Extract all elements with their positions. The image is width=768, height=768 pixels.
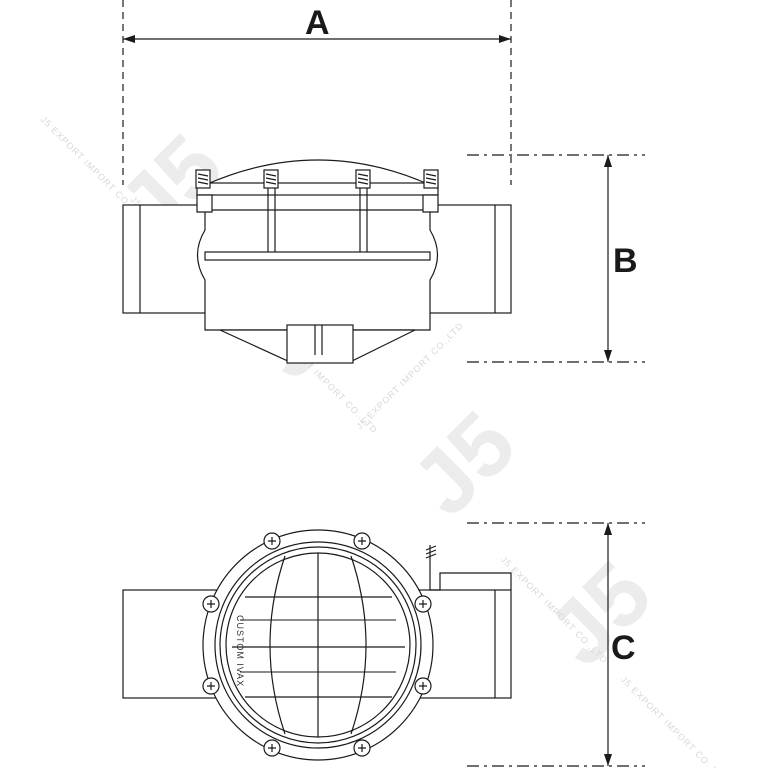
lever-handle xyxy=(429,545,512,591)
screw-icon xyxy=(353,739,371,757)
dimension-c: C xyxy=(467,522,645,767)
bolt xyxy=(195,169,211,189)
drain-port xyxy=(286,324,354,364)
screw-icon xyxy=(202,677,220,695)
spring-icon xyxy=(425,545,437,559)
side-view: A xyxy=(122,0,645,364)
bolt xyxy=(355,169,371,252)
lid-rim xyxy=(196,182,439,196)
screw-icon xyxy=(414,595,432,613)
dimension-b-label: B xyxy=(613,242,638,280)
screw-icon xyxy=(263,739,281,757)
watermark-logo: J5 xyxy=(529,543,670,684)
flange-screws xyxy=(202,532,432,757)
bolt xyxy=(423,169,439,189)
lid-dome xyxy=(204,159,431,186)
watermark-text: J5 EXPORT IMPORT CO.,LTD xyxy=(619,674,730,768)
left-pipe xyxy=(122,204,210,314)
screw-icon xyxy=(414,677,432,695)
dimension-b: B xyxy=(467,154,645,363)
screw-icon xyxy=(263,532,281,550)
dimension-c-label: C xyxy=(611,629,636,667)
body-band xyxy=(204,251,431,261)
watermark-logo: J5 xyxy=(393,393,534,534)
right-pipe xyxy=(424,204,512,314)
dimension-a-label: A xyxy=(305,4,330,42)
basket-grid xyxy=(232,553,405,737)
bolt xyxy=(263,169,279,252)
brand-text: CUSTOM IVAX xyxy=(235,615,245,687)
dimension-a: A xyxy=(122,0,512,185)
lid-bolts xyxy=(195,169,439,252)
screw-icon xyxy=(202,595,220,613)
valve-body xyxy=(196,209,439,331)
screw-icon xyxy=(353,532,371,550)
top-view: CUSTOM IVAX C xyxy=(122,522,645,767)
